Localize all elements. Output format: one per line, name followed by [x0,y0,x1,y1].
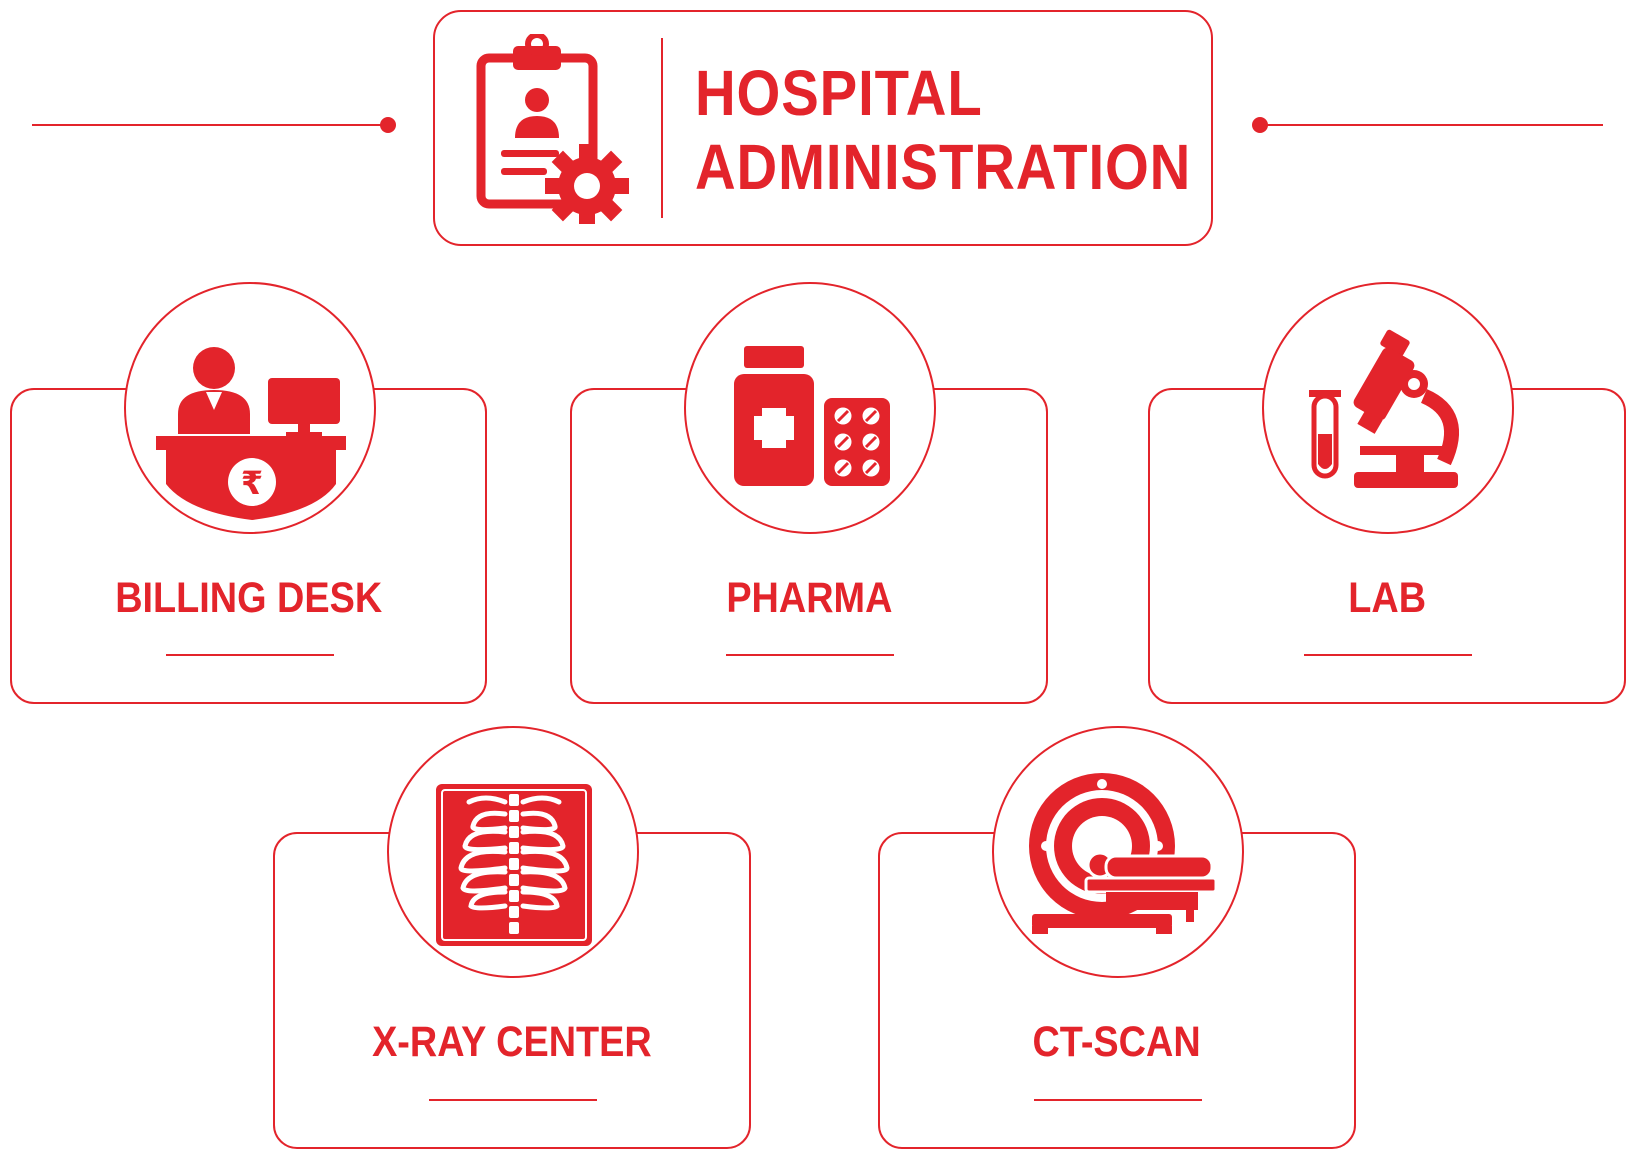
page-title: HOSPITAL ADMINISTRATION [695,56,1191,204]
header-divider [661,38,663,218]
xray-chest-icon [436,784,592,946]
title-line-2: ADMINISTRATION [695,131,1192,203]
card-underline-xray-center [429,1099,597,1101]
card-underline-pharma [726,654,894,656]
title-line-1: HOSPITAL [695,57,983,129]
department-label-xray-center: X-RAY CENTER [372,1018,652,1066]
department-icon-circle-lab [1262,282,1514,534]
connector-dot-left [380,117,396,133]
connector-line-right [1265,124,1603,126]
svg-text:₹: ₹ [241,464,263,502]
clipboard-gear-icon [476,34,629,224]
department-label-billing-desk: BILLING DESK [115,574,383,622]
connector-line-left [32,124,387,126]
department-icon-circle-ct-scan [992,726,1244,978]
department-label-ct-scan: CT-SCAN [1032,1018,1202,1066]
department-icon-circle-xray-center [387,726,639,978]
microscope-icon [1309,329,1459,488]
card-underline-ct-scan [1034,1099,1202,1101]
card-underline-billing-desk [166,654,334,656]
department-icon-circle-billing-desk: ₹ [124,282,376,534]
department-label-pharma: PHARMA [725,574,893,622]
billing-desk-icon: ₹ [156,347,346,520]
ct-scanner-icon [1029,773,1218,934]
department-icon-circle-pharma [684,282,936,534]
header-box: HOSPITAL ADMINISTRATION [433,10,1213,246]
medicine-bottle-icon [734,346,890,486]
department-label-lab: LAB [1348,574,1426,622]
connector-dot-right [1252,117,1268,133]
card-underline-lab [1304,654,1472,656]
